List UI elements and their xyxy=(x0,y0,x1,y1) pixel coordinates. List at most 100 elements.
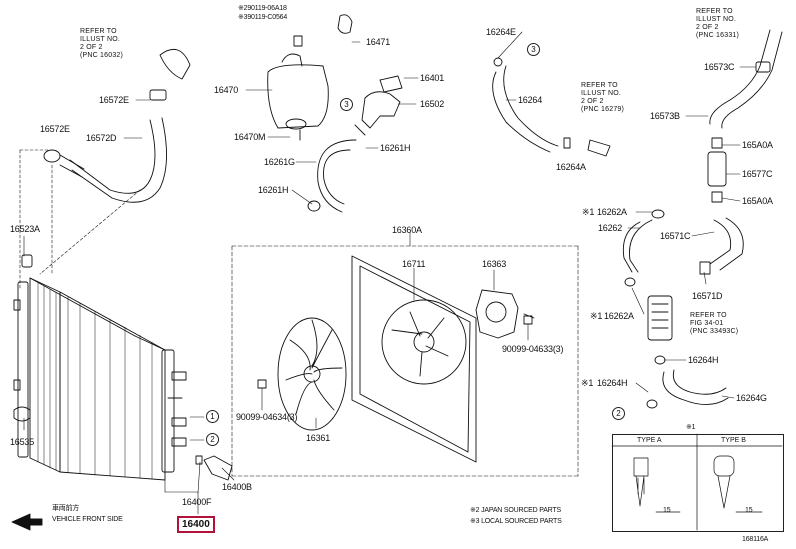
fan-shroud xyxy=(351,255,477,463)
part-16572e-b[interactable]: 16572E xyxy=(40,124,70,134)
type-b-dimension: 15 xyxy=(745,507,753,514)
part-16363[interactable]: 16363 xyxy=(482,259,507,269)
type-a-dimension: 15 xyxy=(663,507,671,514)
part-16264h-a[interactable]: 16264H xyxy=(688,355,719,365)
callout-circle-2: 2 xyxy=(206,433,219,446)
oil-cooler xyxy=(647,295,673,341)
part-16264g[interactable]: 16264G xyxy=(736,393,767,403)
water-outlet xyxy=(354,75,403,136)
part-16577c[interactable]: 16577C xyxy=(742,169,773,179)
ref-16331[interactable]: REFER TO ILLUST NO. 2 OF 2 (PNC 16331) xyxy=(696,8,739,40)
part-16264e[interactable]: 16264E xyxy=(486,27,516,37)
part-16470m[interactable]: 16470M xyxy=(234,132,266,142)
cap-code-2: ※390119-C0564 xyxy=(238,14,288,21)
type-box-marker: ※1 xyxy=(686,424,696,431)
ref-fig34[interactable]: REFER TO FIG 34-01 (PNC 33493C) xyxy=(690,312,738,336)
ref-fig34-line3: (PNC 33493C) xyxy=(690,328,739,335)
part-16711[interactable]: 16711 xyxy=(402,259,426,269)
right-hose-upper xyxy=(707,29,783,203)
ref-16279-line1: REFER TO xyxy=(581,82,618,89)
part-16262a-a[interactable]: 16262A xyxy=(597,207,627,217)
ref-16279-line2: ILLUST NO. xyxy=(581,90,621,97)
heater-hose xyxy=(492,57,611,157)
ref-16279-line4: (PNC 16279) xyxy=(581,106,625,113)
ref-16331-line2: ILLUST NO. xyxy=(696,16,736,23)
figure-code: 168116A xyxy=(742,536,769,543)
part-16264h-b[interactable]: 16264H xyxy=(597,378,628,388)
marker-x1-c: ※1 xyxy=(581,378,594,388)
ref-16032-line2: ILLUST NO. xyxy=(80,36,120,43)
legend-local: ※3 LOCAL SOURCED PARTS xyxy=(470,518,562,525)
radiator-drawing xyxy=(13,277,187,481)
vehicle-front-jp: 車両前方 xyxy=(52,505,80,512)
callout-circle-3a: 3 xyxy=(340,98,353,111)
fan-blade xyxy=(277,317,347,431)
part-16470[interactable]: 16470 xyxy=(214,85,239,95)
part-16262a-b[interactable]: 16262A xyxy=(604,311,634,321)
part-165a0a-a[interactable]: 165A0A xyxy=(742,140,773,150)
ref-16032[interactable]: REFER TO ILLUST NO. 2 OF 2 (PNC 16032) xyxy=(80,28,123,60)
reservoir-tank xyxy=(267,14,353,141)
part-16361[interactable]: 16361 xyxy=(306,433,331,443)
vehicle-front-arrow xyxy=(11,513,43,531)
part-16571c[interactable]: 16571C xyxy=(660,231,691,241)
marker-x1-a: ※1 xyxy=(582,207,595,217)
type-legend-box: TYPE A TYPE B 15 15 xyxy=(612,434,784,532)
type-b-label: TYPE B xyxy=(721,437,746,444)
part-165a0a-b[interactable]: 165A0A xyxy=(742,196,773,206)
part-16502[interactable]: 16502 xyxy=(420,99,445,109)
part-16535[interactable]: 16535 xyxy=(10,437,35,447)
ref-16279[interactable]: REFER TO ILLUST NO. 2 OF 2 (PNC 16279) xyxy=(581,82,624,114)
ref-16032-line4: (PNC 16032) xyxy=(80,52,124,59)
part-16400b[interactable]: 16400B xyxy=(222,482,252,492)
part-16261h-a[interactable]: 16261H xyxy=(380,143,411,153)
part-16264[interactable]: 16264 xyxy=(518,95,543,105)
hose-16264g xyxy=(646,355,729,409)
type-illustrations xyxy=(611,433,783,531)
part-16400-highlighted[interactable]: 16400 xyxy=(177,516,215,533)
part-16261g[interactable]: 16261G xyxy=(264,157,295,167)
part-16360a[interactable]: 16360A xyxy=(392,225,422,235)
callout-circle-3b: 3 xyxy=(527,43,540,56)
callout-circle-1: 1 xyxy=(206,410,219,423)
ref-16331-line3: 2 OF 2 xyxy=(696,24,719,31)
fan-assembly-box xyxy=(231,245,579,477)
part-16523a[interactable]: 16523A xyxy=(10,224,40,234)
ref-16032-line3: 2 OF 2 xyxy=(80,44,103,51)
part-16573b[interactable]: 16573B xyxy=(650,111,680,121)
part-90099-04634[interactable]: 90099-04634(3) xyxy=(236,412,298,422)
callout-circle-2b: 2 xyxy=(612,407,625,420)
ref-fig34-line2: FIG 34-01 xyxy=(690,320,724,327)
bypass-hose xyxy=(307,139,357,213)
radiator-mounts xyxy=(13,149,61,422)
ref-16032-line1: REFER TO xyxy=(80,28,117,35)
ref-16331-line4: (PNC 16331) xyxy=(696,32,740,39)
legend-japan: ※2 JAPAN SOURCED PARTS xyxy=(470,507,561,514)
leader-lines xyxy=(23,31,757,515)
part-16572d[interactable]: 16572D xyxy=(86,133,117,143)
upper-hose xyxy=(59,48,191,203)
part-16571d[interactable]: 16571D xyxy=(692,291,723,301)
right-hose-lower xyxy=(622,209,744,287)
ref-fig34-line1: REFER TO xyxy=(690,312,727,319)
leader-lines-dashed xyxy=(19,149,141,291)
ref-16279-line3: 2 OF 2 xyxy=(581,98,604,105)
part-16400f[interactable]: 16400F xyxy=(182,497,212,507)
part-16264a[interactable]: 16264A xyxy=(556,162,586,172)
vehicle-front-en: VEHICLE FRONT SIDE xyxy=(52,516,123,523)
bolt xyxy=(257,379,267,389)
part-16572e-a[interactable]: 16572E xyxy=(99,95,129,105)
part-16471[interactable]: 16471 xyxy=(366,37,391,47)
drain-cock xyxy=(195,455,233,481)
part-16573c[interactable]: 16573C xyxy=(704,62,735,72)
fan-motor xyxy=(475,289,535,339)
part-16262[interactable]: 16262 xyxy=(598,223,623,233)
part-90099-04633[interactable]: 90099-04633(3) xyxy=(502,344,564,354)
part-16401[interactable]: 16401 xyxy=(420,73,445,83)
ref-16331-line1: REFER TO xyxy=(696,8,733,15)
part-16261h-b[interactable]: 16261H xyxy=(258,185,289,195)
marker-x1-b: ※1 xyxy=(590,311,603,321)
cap-code-1: ※290119-06A18 xyxy=(238,5,287,12)
